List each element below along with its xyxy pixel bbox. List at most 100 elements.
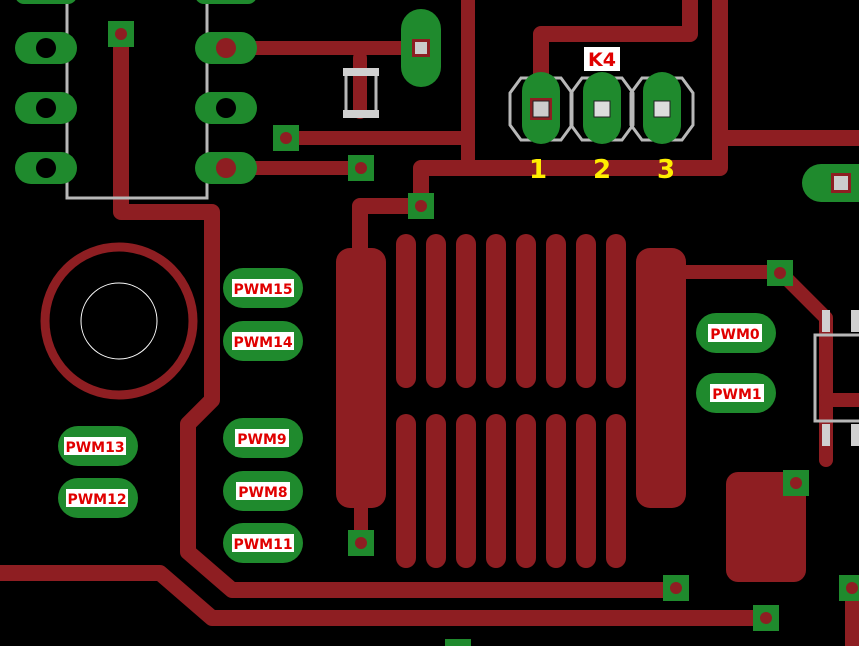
label-bg: [232, 279, 294, 297]
via-drill: [355, 537, 367, 549]
component-pad: [343, 68, 379, 76]
coil-fingers: [396, 234, 626, 568]
smd-component-right: [813, 310, 859, 446]
label-bg: [236, 482, 290, 500]
component-silk: [813, 333, 859, 423]
pin-outline: [569, 76, 635, 142]
pwm11-label: PWM11: [233, 537, 292, 553]
label-bg: [66, 489, 128, 507]
label-bg: [235, 429, 289, 447]
pin-drill: [532, 100, 550, 118]
trace: [0, 565, 774, 626]
pwm8-label: PWM8: [238, 485, 287, 501]
component-lead: [822, 310, 830, 332]
pwm1-label: PWM1: [712, 387, 761, 403]
square-drill-inner: [834, 176, 848, 190]
pwm15-pad[interactable]: PWM15: [223, 268, 303, 308]
drill-hole: [36, 98, 56, 118]
pwm9-pad[interactable]: PWM9: [223, 418, 303, 458]
square-drill-inner: [415, 42, 427, 54]
coil-finger: [396, 234, 416, 388]
via-drill: [846, 582, 858, 594]
drill-hole: [216, 38, 236, 58]
pin-drill: [593, 100, 611, 118]
label-bg: [710, 384, 764, 402]
drill-hole: [216, 158, 236, 178]
label-bg: [708, 324, 762, 342]
trace: [352, 198, 429, 266]
small-component: [343, 68, 379, 118]
pwm12-pad[interactable]: PWM12: [58, 478, 138, 518]
coil-bar-left: [336, 248, 386, 508]
dip-pad[interactable]: [15, 0, 77, 4]
pin-number-2: 2: [593, 155, 611, 185]
via-drill: [280, 132, 292, 144]
label-bg: [232, 534, 294, 552]
drill-hole: [36, 158, 56, 178]
coil-bar-right: [636, 248, 686, 508]
vias: [108, 21, 859, 646]
component-pad: [343, 110, 379, 118]
pwm9-label: PWM9: [237, 432, 286, 448]
pin-outline: [508, 76, 574, 142]
pwm11-pad[interactable]: PWM11: [223, 523, 303, 563]
trace: [113, 26, 684, 598]
pwm12-label: PWM12: [67, 492, 126, 508]
pin-number-1: 1: [529, 155, 547, 185]
coil-finger: [516, 234, 536, 388]
drill-hole: [216, 98, 236, 118]
coil-finger: [576, 234, 596, 388]
coil-finger: [426, 234, 446, 388]
via-drill: [355, 162, 367, 174]
coil-finger: [486, 414, 506, 568]
crystal-ring: [40, 242, 198, 400]
coil-finger: [546, 414, 566, 568]
pwm0-label: PWM0: [710, 327, 760, 343]
k4-pins: [508, 72, 695, 144]
dip-ic: [15, 0, 257, 200]
pin-outline: [629, 76, 695, 142]
k4-label-bg: [584, 47, 620, 71]
trace: [653, 265, 833, 467]
via-drill: [670, 582, 682, 594]
via-drill: [774, 267, 786, 279]
pwm15-label: PWM15: [233, 282, 292, 298]
via[interactable]: [445, 639, 471, 646]
coil-finger: [606, 234, 626, 388]
crystal-outline: [80, 282, 158, 360]
copper-block: [726, 472, 806, 582]
coil-finger: [396, 414, 416, 568]
via-drill: [115, 28, 127, 40]
coil-finger: [456, 234, 476, 388]
label-bg: [64, 437, 126, 455]
pwm13-pad[interactable]: PWM13: [58, 426, 138, 466]
pin-number-3: 3: [657, 155, 675, 185]
coil-structure: [336, 234, 806, 582]
pwm0-pad[interactable]: PWM0: [696, 313, 776, 353]
component-lead: [851, 310, 859, 332]
pin-drill: [653, 100, 671, 118]
pwm13-label: PWM13: [65, 440, 124, 456]
pwm14-label: PWM14: [233, 335, 292, 351]
trace: [533, 0, 698, 116]
label-bg: [232, 332, 294, 350]
via-drill: [415, 200, 427, 212]
coil-finger: [516, 414, 536, 568]
coil-finger: [456, 414, 476, 568]
via-drill: [760, 612, 772, 624]
coil-finger: [486, 234, 506, 388]
pwm8-pad[interactable]: PWM8: [223, 471, 303, 511]
pwm14-pad[interactable]: PWM14: [223, 321, 303, 361]
ic-silkscreen: [65, 0, 209, 200]
coil-finger: [426, 414, 446, 568]
k4-label: K4: [588, 49, 616, 71]
trace: [413, 0, 728, 214]
coil-finger: [606, 414, 626, 568]
via-drill: [790, 477, 802, 489]
pwm1-pad[interactable]: PWM1: [696, 373, 776, 413]
component-lead: [851, 424, 859, 446]
dip-pads: [15, 0, 257, 184]
dip-pad[interactable]: [195, 0, 257, 4]
